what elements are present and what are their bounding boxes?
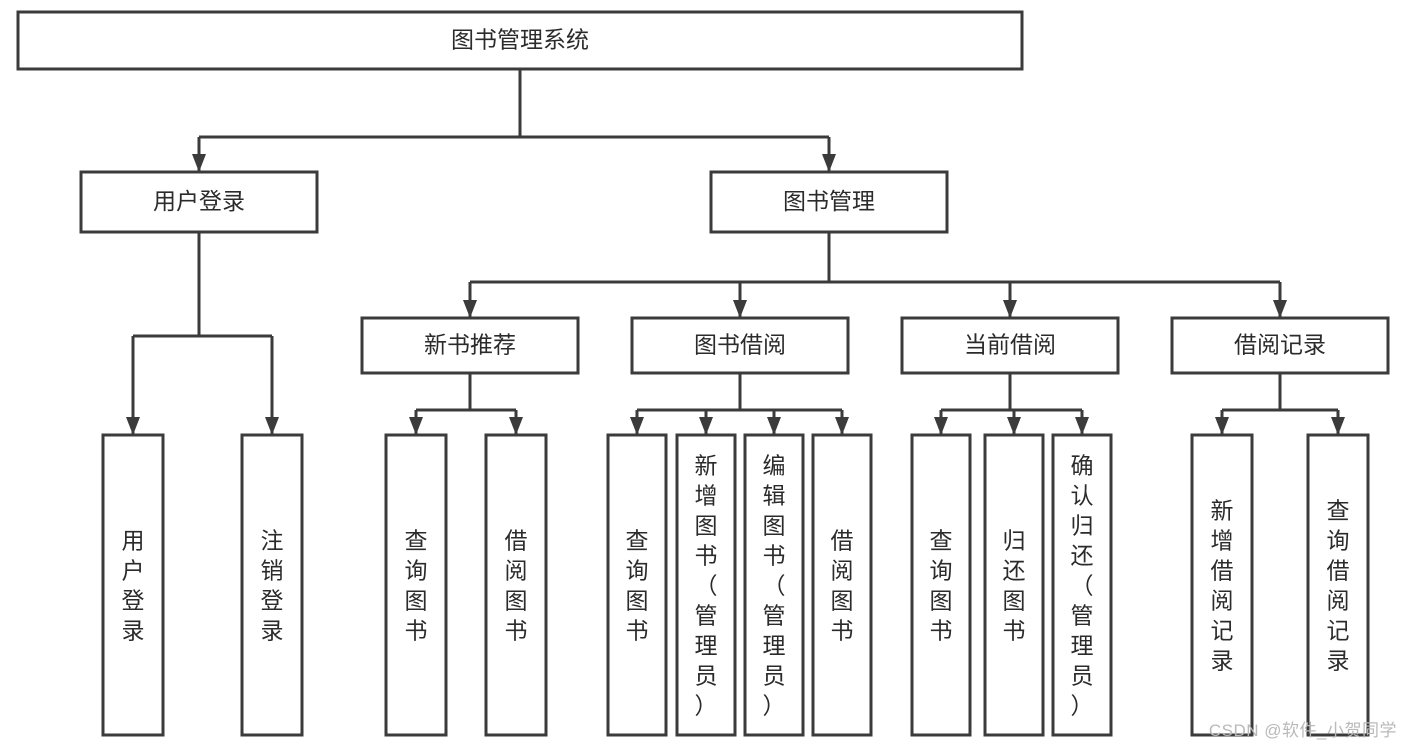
arrow-head-icon bbox=[463, 300, 477, 318]
node-function-leaf-user-login-box bbox=[101, 433, 165, 737]
node-function-leaf-query-book-rec[interactable]: 查询图书 bbox=[384, 433, 448, 737]
node-function-leaf-user-login-label: 用户登录 bbox=[122, 527, 145, 643]
node-function-leaf-query-record-box bbox=[1306, 433, 1370, 737]
node-function-leaf-edit-book[interactable]: 编辑图书（管理员） bbox=[743, 433, 805, 737]
node-function-leaf-return-book-box bbox=[983, 433, 1045, 737]
node-function-leaf-query-book-cb[interactable]: 查询图书 bbox=[910, 433, 972, 737]
node-module-book-manage-box bbox=[709, 170, 949, 234]
arrow-head-icon bbox=[733, 300, 747, 318]
node-function-leaf-query-book-cb-box bbox=[910, 433, 972, 737]
nodes-layer: 图书管理系统用户登录图书管理新书推荐图书借阅当前借阅借阅记录用户登录注销登录查询… bbox=[16, 10, 1390, 737]
node-function-leaf-edit-book-label: 编辑图书（管理员） bbox=[763, 452, 786, 718]
node-submodule-current-borrow-label: 当前借阅 bbox=[964, 332, 1056, 358]
node-function-leaf-user-logout-box bbox=[240, 433, 304, 737]
node-function-leaf-borrow-book-rec[interactable]: 借阅图书 bbox=[484, 433, 548, 737]
node-function-leaf-add-record[interactable]: 新增借阅记录 bbox=[1190, 433, 1254, 737]
node-function-leaf-borrow-book-br-label: 借阅图书 bbox=[831, 527, 854, 643]
node-function-leaf-query-book-cb-label: 查询图书 bbox=[930, 527, 953, 643]
arrow-head-icon bbox=[630, 417, 644, 435]
node-function-leaf-edit-book-box bbox=[743, 433, 805, 737]
node-function-leaf-add-book-label: 新增图书（管理员） bbox=[695, 452, 718, 718]
node-submodule-borrow-record[interactable]: 借阅记录 bbox=[1170, 316, 1390, 375]
node-submodule-new-book-rec-label: 新书推荐 bbox=[424, 332, 516, 358]
node-function-leaf-borrow-book-rec-label: 借阅图书 bbox=[505, 527, 528, 643]
arrow-head-icon bbox=[509, 417, 523, 435]
node-submodule-current-borrow[interactable]: 当前借阅 bbox=[900, 316, 1120, 375]
node-function-leaf-query-book-br-label: 查询图书 bbox=[626, 527, 649, 643]
arrow-head-icon bbox=[192, 154, 206, 172]
arrow-head-icon bbox=[934, 417, 948, 435]
node-function-leaf-query-record-label: 查询借阅记录 bbox=[1327, 497, 1350, 673]
node-module-book-manage[interactable]: 图书管理 bbox=[709, 170, 949, 234]
node-function-leaf-user-login[interactable]: 用户登录 bbox=[101, 433, 165, 737]
node-function-leaf-confirm-return-box bbox=[1051, 433, 1113, 737]
arrow-head-icon bbox=[822, 154, 836, 172]
node-module-user-login[interactable]: 用户登录 bbox=[79, 170, 319, 234]
arrow-head-icon bbox=[1331, 417, 1345, 435]
arrow-head-icon bbox=[126, 417, 140, 435]
node-function-leaf-borrow-book-rec-box bbox=[484, 433, 548, 737]
arrow-head-icon bbox=[409, 417, 423, 435]
arrow-head-icon bbox=[699, 417, 713, 435]
node-function-leaf-borrow-book-br[interactable]: 借阅图书 bbox=[811, 433, 873, 737]
node-function-leaf-confirm-return-label: 确认归还（管理员） bbox=[1071, 452, 1094, 718]
node-root-label: 图书管理系统 bbox=[451, 27, 589, 53]
node-submodule-new-book-rec-box bbox=[360, 316, 580, 375]
node-function-leaf-query-book-br-box bbox=[606, 433, 668, 737]
node-submodule-book-borrow-box bbox=[630, 316, 850, 375]
arrow-head-icon bbox=[1003, 300, 1017, 318]
node-function-leaf-query-record[interactable]: 查询借阅记录 bbox=[1306, 433, 1370, 737]
node-root-box bbox=[16, 10, 1024, 71]
node-function-leaf-query-book-rec-box bbox=[384, 433, 448, 737]
node-root[interactable]: 图书管理系统 bbox=[16, 10, 1024, 71]
node-function-leaf-add-record-box bbox=[1190, 433, 1254, 737]
node-function-leaf-query-book-br[interactable]: 查询图书 bbox=[606, 433, 668, 737]
node-function-leaf-user-logout-label: 注销登录 bbox=[261, 527, 284, 643]
node-function-leaf-add-book-box bbox=[675, 433, 737, 737]
node-function-leaf-user-logout[interactable]: 注销登录 bbox=[240, 433, 304, 737]
arrow-head-icon bbox=[835, 417, 849, 435]
arrow-head-icon bbox=[1215, 417, 1229, 435]
node-submodule-book-borrow-label: 图书借阅 bbox=[694, 332, 786, 358]
csdn-watermark: CSDN @软件_小贺同学 bbox=[1208, 721, 1397, 740]
node-function-leaf-confirm-return[interactable]: 确认归还（管理员） bbox=[1051, 433, 1113, 737]
node-submodule-current-borrow-box bbox=[900, 316, 1120, 375]
node-function-leaf-add-book[interactable]: 新增图书（管理员） bbox=[675, 433, 737, 737]
node-function-leaf-borrow-book-br-box bbox=[811, 433, 873, 737]
arrow-head-icon bbox=[1007, 417, 1021, 435]
node-submodule-borrow-record-box bbox=[1170, 316, 1390, 375]
node-submodule-book-borrow[interactable]: 图书借阅 bbox=[630, 316, 850, 375]
node-function-leaf-add-record-label: 新增借阅记录 bbox=[1211, 497, 1234, 673]
arrow-head-icon bbox=[767, 417, 781, 435]
arrow-head-icon bbox=[265, 417, 279, 435]
node-function-leaf-query-book-rec-label: 查询图书 bbox=[405, 527, 428, 643]
node-module-user-login-label: 用户登录 bbox=[153, 188, 245, 214]
node-function-leaf-return-book-label: 归还图书 bbox=[1003, 527, 1026, 643]
arrow-head-icon bbox=[1273, 300, 1287, 318]
node-module-user-login-box bbox=[79, 170, 319, 234]
connectors-layer bbox=[126, 69, 1345, 435]
node-submodule-borrow-record-label: 借阅记录 bbox=[1234, 332, 1326, 358]
node-function-leaf-return-book[interactable]: 归还图书 bbox=[983, 433, 1045, 737]
arrow-head-icon bbox=[1075, 417, 1089, 435]
node-module-book-manage-label: 图书管理 bbox=[783, 188, 875, 214]
node-submodule-new-book-rec[interactable]: 新书推荐 bbox=[360, 316, 580, 375]
